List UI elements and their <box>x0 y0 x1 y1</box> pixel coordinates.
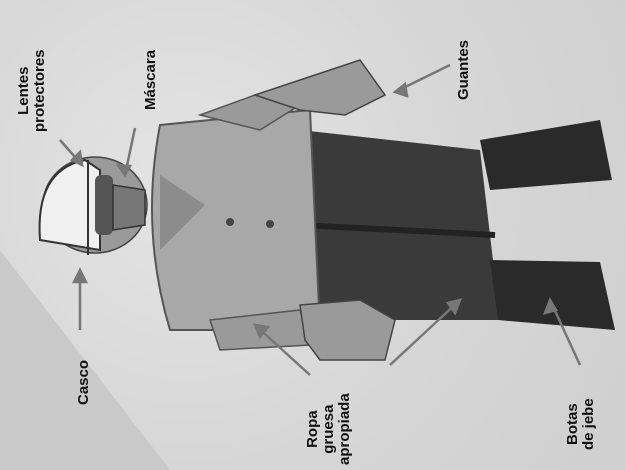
arrowhead-casco <box>74 270 86 282</box>
label-lentes: Lentes protectores <box>16 49 48 132</box>
arrowhead-guantes <box>395 84 407 96</box>
helmet <box>40 160 100 250</box>
label-botas: Botas de jebe <box>565 398 597 450</box>
button-1 <box>226 218 234 226</box>
boot-right <box>490 260 615 330</box>
button-2 <box>266 220 274 228</box>
goggles <box>95 175 113 235</box>
label-guantes: Guantes <box>456 40 472 100</box>
boot-left <box>480 120 612 190</box>
label-casco: Casco <box>76 360 92 405</box>
label-mascara: Máscara <box>143 50 159 110</box>
mask <box>113 185 145 230</box>
label-ropa: Ropa gruesa apropiada <box>305 393 353 465</box>
